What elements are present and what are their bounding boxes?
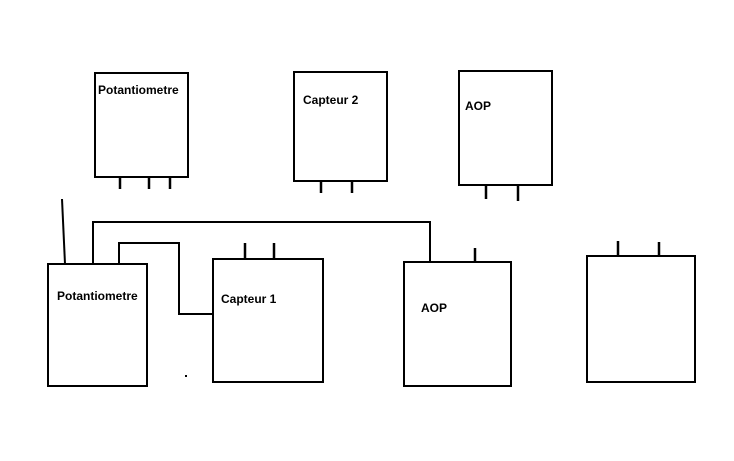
wire-pot-to-capteur-1 [118, 242, 213, 315]
block-label: AOP [465, 99, 491, 113]
stray-dot [185, 375, 187, 377]
antenna-wire [61, 198, 66, 265]
block-potantiometre-top: Potantiometre [94, 72, 189, 189]
block-label: Capteur 2 [303, 93, 359, 107]
block-blank [586, 241, 696, 383]
block-label: Potantiometre [98, 83, 179, 97]
block-aop-bottom: AOP [403, 248, 512, 387]
block-capteur-1: Capteur 1 [212, 243, 324, 383]
block-label: Capteur 1 [221, 292, 277, 306]
block-label: Potantiometre [57, 289, 138, 303]
block-potantiometre-bottom: Potantiometre [47, 263, 148, 387]
block-label: AOP [421, 301, 447, 315]
block-aop-top: AOP [458, 70, 553, 201]
block-capteur-2: Capteur 2 [293, 71, 388, 193]
wire-pot-to-aop [92, 221, 431, 264]
